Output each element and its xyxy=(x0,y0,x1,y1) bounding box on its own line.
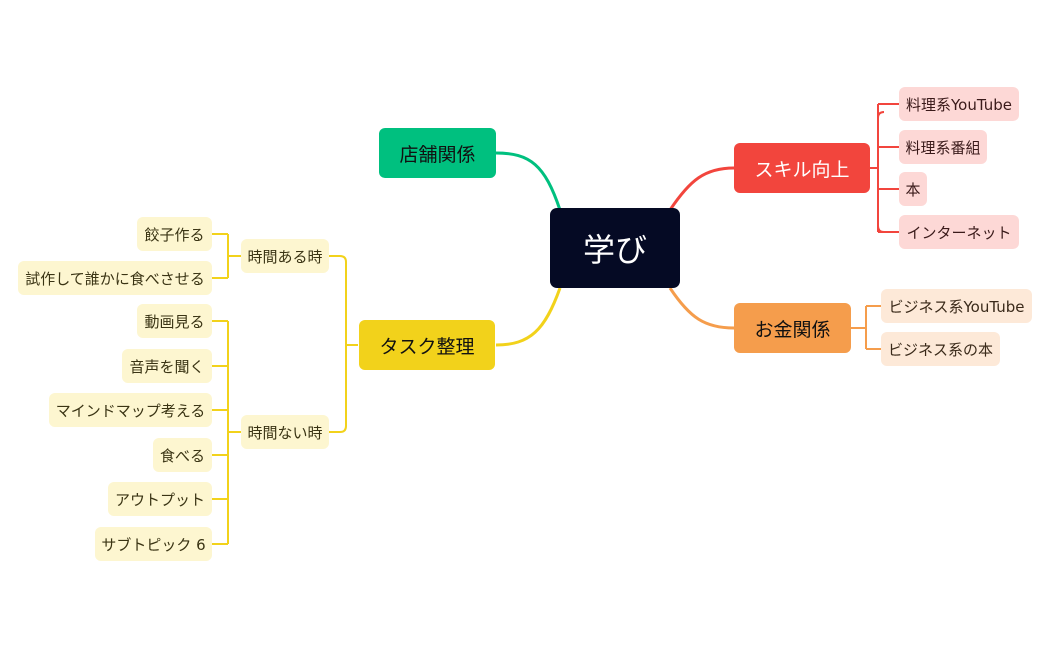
central-topic[interactable]: 学び xyxy=(550,208,680,288)
money-item[interactable]: ビジネス系YouTube xyxy=(881,289,1032,323)
branch-store[interactable]: 店舗関係 xyxy=(379,128,496,178)
no-time-item[interactable]: サブトピック 6 xyxy=(95,527,212,561)
link-money-stems xyxy=(851,305,881,350)
skill-item[interactable]: インターネット xyxy=(899,215,1019,249)
task-no-time[interactable]: 時間ない時 xyxy=(241,415,329,449)
branch-money[interactable]: お金関係 xyxy=(734,303,851,353)
link-notime-stems xyxy=(212,320,241,545)
skill-item[interactable]: 料理系YouTube xyxy=(899,87,1019,121)
task-with-time[interactable]: 時間ある時 xyxy=(241,239,329,273)
skill-item[interactable]: 料理系番組 xyxy=(899,130,987,164)
skill-item[interactable]: 本 xyxy=(899,172,927,206)
branch-task[interactable]: タスク整理 xyxy=(359,320,495,370)
link-task-stems xyxy=(328,255,358,433)
no-time-item[interactable]: 動画見る xyxy=(137,304,212,338)
with-time-item[interactable]: 餃子作る xyxy=(137,217,212,251)
branch-skill[interactable]: スキル向上 xyxy=(734,143,870,193)
link-withtime-stems xyxy=(212,233,241,279)
no-time-item[interactable]: 音声を聞く xyxy=(122,349,212,383)
no-time-item[interactable]: マインドマップ考える xyxy=(49,393,212,427)
link-money xyxy=(668,287,735,330)
link-skill xyxy=(668,166,735,211)
link-store xyxy=(495,151,562,211)
no-time-item[interactable]: 食べる xyxy=(153,438,212,472)
with-time-item[interactable]: 試作して誰かに食べさせる xyxy=(18,261,212,295)
no-time-item[interactable]: アウトプット xyxy=(108,482,212,516)
link-skill-stems xyxy=(877,103,899,233)
link-task xyxy=(495,287,562,347)
money-item[interactable]: ビジネス系の本 xyxy=(881,332,1000,366)
